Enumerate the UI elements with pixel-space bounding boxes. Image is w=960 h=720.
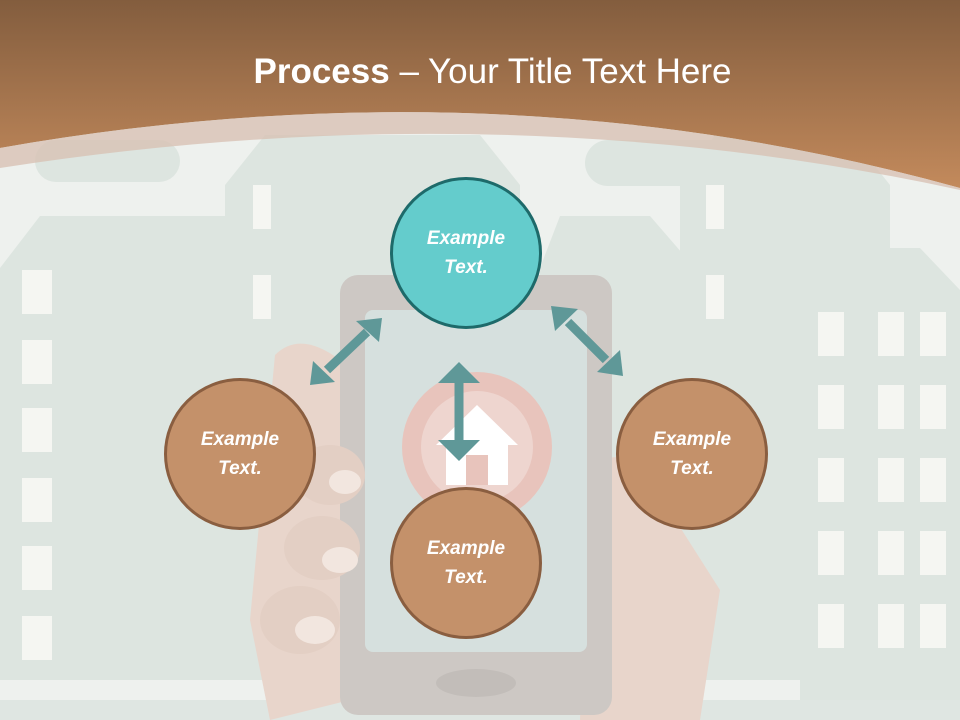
title-rest: – Your Title Text Here [389, 52, 732, 91]
slide-title: Process – Your Title Text Here [0, 52, 960, 92]
title-bold: Process [253, 52, 390, 91]
header-band [0, 0, 960, 188]
connector-arrows [310, 306, 623, 461]
